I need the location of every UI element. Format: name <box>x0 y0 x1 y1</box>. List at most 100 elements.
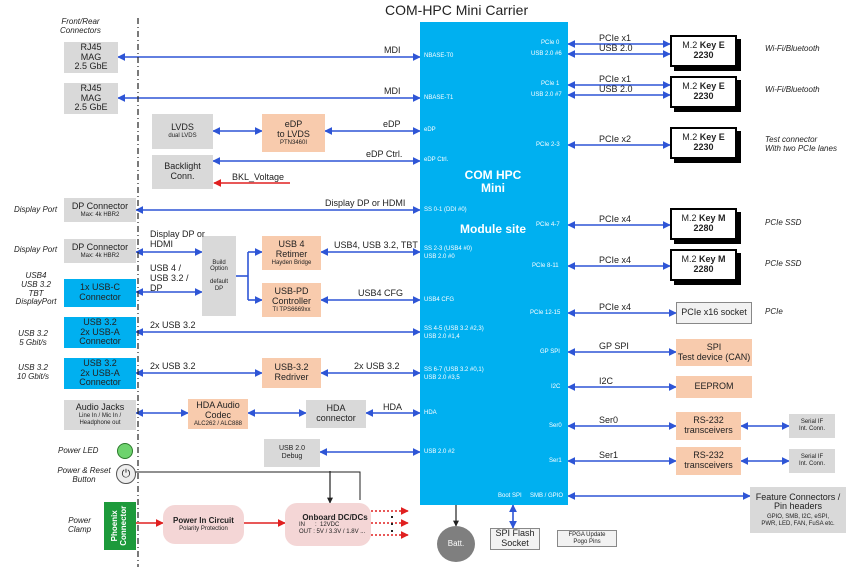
m2-2b: Key E <box>699 81 725 92</box>
spi-flash-socket: SPI Flash Socket <box>490 528 540 550</box>
label-hda: HDA <box>383 402 403 412</box>
sig-pcie1: PCIe 1 <box>541 81 560 87</box>
usb-pd-controller: USB-PD Controller TI TPS6669xx <box>262 283 321 317</box>
sig-pcie23: PCIe 2-3 <box>536 142 560 148</box>
rj45-connector-1: RJ45 MAG 2.5 GbE <box>64 42 118 73</box>
phoenix-label: Phoenix Connector <box>110 506 128 546</box>
power-in-title: Power In Circuit <box>173 515 234 525</box>
rj45-connector-2: RJ45 MAG 2.5 GbE <box>64 83 118 114</box>
m2-2c: 2230 <box>693 91 714 101</box>
usb-c-connector: 1x USB-C Connector <box>64 279 136 307</box>
retimer-sub: Hayden Bridge <box>271 259 312 266</box>
sig-ss45: SS 4-5 (USB 3.2 #2,3) <box>424 326 484 332</box>
audio-jacks: Audio Jacks Line In / Mic In / Headphone… <box>64 400 136 430</box>
onboard-dcdc: Onboard DC/DCs IN : 12VDC OUT : 5V / 3.3… <box>285 503 371 546</box>
label-usb32c: 2x USB 3.2 <box>354 361 400 371</box>
label-ser0: Ser0 <box>599 415 619 425</box>
module-line3: Module site <box>460 222 527 237</box>
label-wifi-2: Wi-Fi/Bluetooth <box>765 85 820 94</box>
label-usb4-cfg: USB4 CFG <box>358 288 404 298</box>
rs232-transceivers-2: RS-232 transceivers <box>676 447 741 475</box>
pcie-x16-socket: PCIe x16 socket <box>676 302 752 324</box>
label-edp: eDP <box>383 119 401 129</box>
label-display-port-1: Display Port <box>14 205 58 214</box>
dcdc-in: IN : 12VDC <box>299 522 340 529</box>
module-line2: Mini <box>481 181 505 196</box>
label-pcie-x2: PCIe x2 <box>599 134 632 144</box>
feature-title: Feature Connectors / Pin headers <box>755 491 841 512</box>
pd-sub: TI TPS6669xx <box>272 306 311 313</box>
sig-nbase-t0: NBASE-T0 <box>424 53 454 59</box>
edp-lvds-sub: PTN3460I <box>279 139 307 146</box>
edp-lvds-title: eDP to LVDS <box>277 118 310 139</box>
sig-usb20-35: USB 2.0 #3,5 <box>424 375 460 381</box>
sig-pcie47: PCIe 4-7 <box>536 222 560 228</box>
label-usb32-10g: USB 3.2 10 Gbit/s <box>16 363 49 381</box>
label-ser1: Ser1 <box>599 450 619 460</box>
label-display-port-2: Display Port <box>14 245 58 254</box>
sig-usb20-7: USB 2.0 #7 <box>531 92 562 98</box>
dcdc-title: Onboard DC/DCs <box>302 512 368 522</box>
m2-3c: 2230 <box>693 142 714 152</box>
m2-1c: 2230 <box>693 50 714 60</box>
m2-key-e-1: M.2 Key E 2230 <box>670 35 737 67</box>
m2-5c: 2280 <box>693 264 714 274</box>
dp-connector-1: DP Connector Max: 4k HBR2 <box>64 198 136 222</box>
label-mdi1: MDI <box>384 45 401 55</box>
sig-bootspi: Boot SPI <box>498 493 522 499</box>
label-ssd-1: PCIe SSD <box>765 218 802 227</box>
sig-i2c: I2C <box>551 384 561 390</box>
label-bkl: BKL_Voltage <box>232 172 285 182</box>
m2-4c: 2280 <box>693 223 714 233</box>
feature-sub: GPIO, SMB, I2C, eSPI, PWR, LED, FAN, FuS… <box>761 514 835 527</box>
m2-1b: Key E <box>699 40 725 51</box>
codec-title: HDA Audio Codec <box>196 399 240 420</box>
retimer-title: USB 4 Retimer <box>275 238 308 259</box>
m2-key-e-2: M.2 Key E 2230 <box>670 76 737 108</box>
rs232-transceivers-1: RS-232 transceivers <box>676 412 741 440</box>
m2-key-m-1: M.2 Key M 2280 <box>670 208 737 240</box>
label-usb32a: 2x USB 3.2 <box>150 320 196 330</box>
serial-if-1: Serial IF Int. Conn. <box>789 414 835 438</box>
audio-title: Audio Jacks <box>75 402 125 413</box>
sig-usb4cfg: USB4 CFG <box>424 297 455 303</box>
label-mdi2: MDI <box>384 86 401 96</box>
build-default: default DP <box>209 279 228 292</box>
dp2-title: DP Connector <box>71 241 129 252</box>
dp1-title: DP Connector <box>71 200 129 211</box>
battery: Batt. <box>437 526 475 562</box>
label-dp-hdmi: Display DP or HDMI <box>325 198 406 208</box>
audio-sub: Line In / Mic In / Headphone out <box>78 413 122 426</box>
label-usb4-stack: USB4 USB 3.2 TBT DisplayPort <box>15 271 57 307</box>
hda-connector: HDA connector <box>306 400 366 428</box>
eeprom: EEPROM <box>676 376 752 398</box>
m2-2a: M.2 <box>682 81 700 92</box>
label-usb20a: USB 2.0 <box>599 43 633 53</box>
m2-3a: M.2 <box>682 132 700 143</box>
label-power-led: Power LED <box>58 446 99 455</box>
m2-1a: M.2 <box>682 40 700 51</box>
label-pcie: PCIe <box>765 307 783 316</box>
sig-pcie0: PCIe 0 <box>541 40 560 46</box>
m2-3b: Key E <box>699 132 725 143</box>
build-option-box: Build Option default DP <box>202 236 236 316</box>
lvds-title: LVDS <box>171 122 194 133</box>
dp-connector-2: DP Connector Max: 4k HBR2 <box>64 239 136 263</box>
label-gp-spi: GP SPI <box>599 341 629 351</box>
build-option: Build Option <box>210 259 228 273</box>
module-line1: COM HPC <box>464 168 522 182</box>
m2-4b: Key M <box>699 213 726 224</box>
label-usb20b: USB 2.0 <box>599 84 633 94</box>
feature-connectors: Feature Connectors / Pin headers GPIO, S… <box>750 487 846 533</box>
m2-key-m-2: M.2 Key M 2280 <box>670 249 737 281</box>
label-ssd-2: PCIe SSD <box>765 259 802 268</box>
sig-edp: eDP <box>424 127 436 133</box>
m2-4a: M.2 <box>681 213 699 224</box>
dp2-sub: Max: 4k HBR2 <box>80 252 120 259</box>
codec-sub: ALC262 / ALC888 <box>193 420 243 427</box>
usb-a-connector-2: USB 3.2 2x USB-A Connector <box>64 358 136 389</box>
left-header: Front/Rear Connectors <box>60 17 101 35</box>
usb-a-connector-1: USB 3.2 2x USB-A Connector <box>64 317 136 348</box>
edp-to-lvds-bridge: eDP to LVDS PTN3460I <box>262 114 325 152</box>
